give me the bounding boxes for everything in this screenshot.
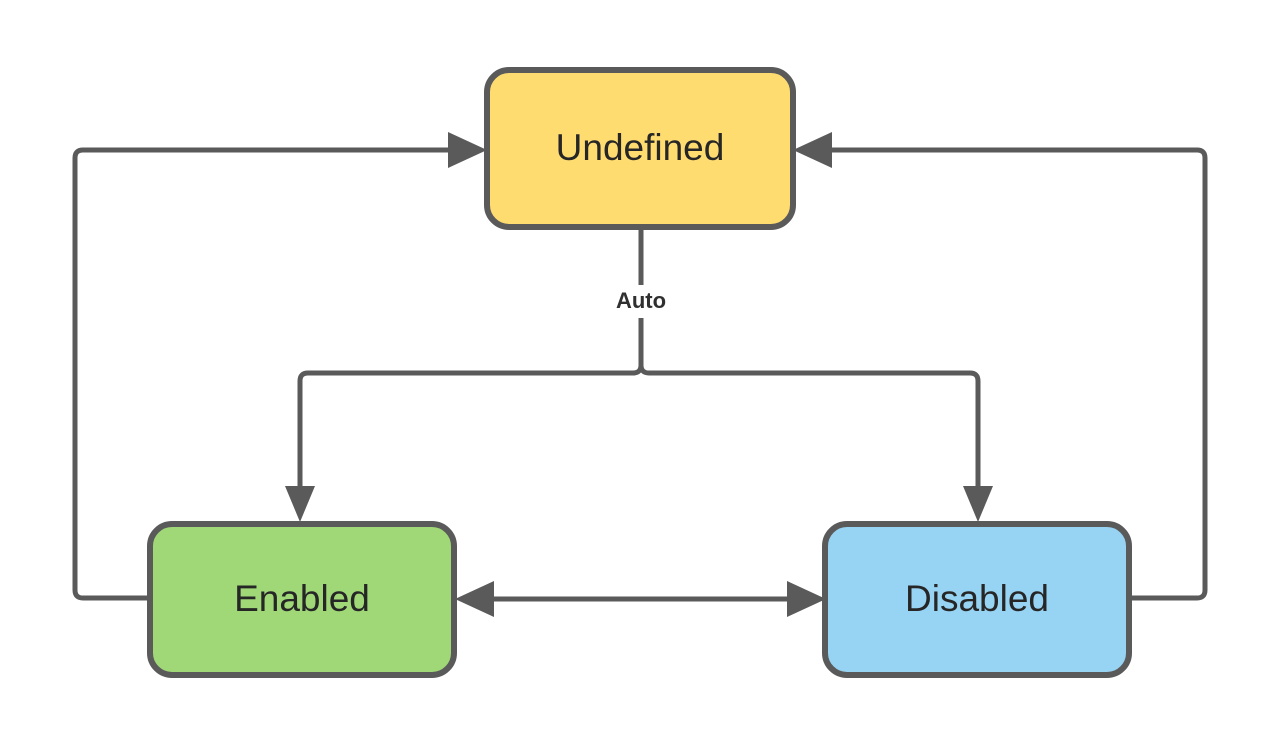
arrowhead-enabled-top xyxy=(285,486,315,522)
edge-enabled-to-undefined[interactable] xyxy=(72,132,487,601)
edge-enabled-to-disabled[interactable] xyxy=(455,581,826,617)
arrowhead-disabled-left xyxy=(787,581,826,617)
node-undefined[interactable]: Undefined xyxy=(484,67,796,230)
node-disabled-shape xyxy=(822,521,1132,678)
edge-undefined-to-disabled-path xyxy=(638,227,981,500)
arrowhead-undefined-right xyxy=(793,132,832,168)
edge-label-auto: Auto xyxy=(616,288,666,313)
arrowhead-undefined-left xyxy=(448,132,487,168)
edge-label-auto-background xyxy=(598,285,684,318)
edge-undefined-to-disabled[interactable] xyxy=(638,227,993,522)
edge-undefined-to-enabled-path xyxy=(297,227,644,500)
arrowhead-enabled-right xyxy=(455,581,494,617)
node-undefined-shape xyxy=(484,67,796,230)
arrowhead-disabled-top xyxy=(963,486,993,522)
edge-undefined-to-enabled[interactable] xyxy=(285,227,644,522)
node-enabled[interactable]: Enabled xyxy=(147,521,457,678)
edge-enabled-to-undefined-path xyxy=(72,147,473,601)
node-undefined-label: Undefined xyxy=(556,127,725,168)
node-enabled-label: Enabled xyxy=(234,578,370,619)
node-disabled-label: Disabled xyxy=(905,578,1049,619)
node-enabled-shape xyxy=(147,521,457,678)
edge-disabled-to-undefined[interactable] xyxy=(793,132,1208,601)
node-disabled[interactable]: Disabled xyxy=(822,521,1132,678)
edge-layer xyxy=(72,132,1208,617)
node-layer: Undefined Enabled Disabled xyxy=(147,67,1132,678)
edge-disabled-to-undefined-path xyxy=(807,147,1208,601)
edge-label-auto-group: Auto xyxy=(598,285,684,318)
